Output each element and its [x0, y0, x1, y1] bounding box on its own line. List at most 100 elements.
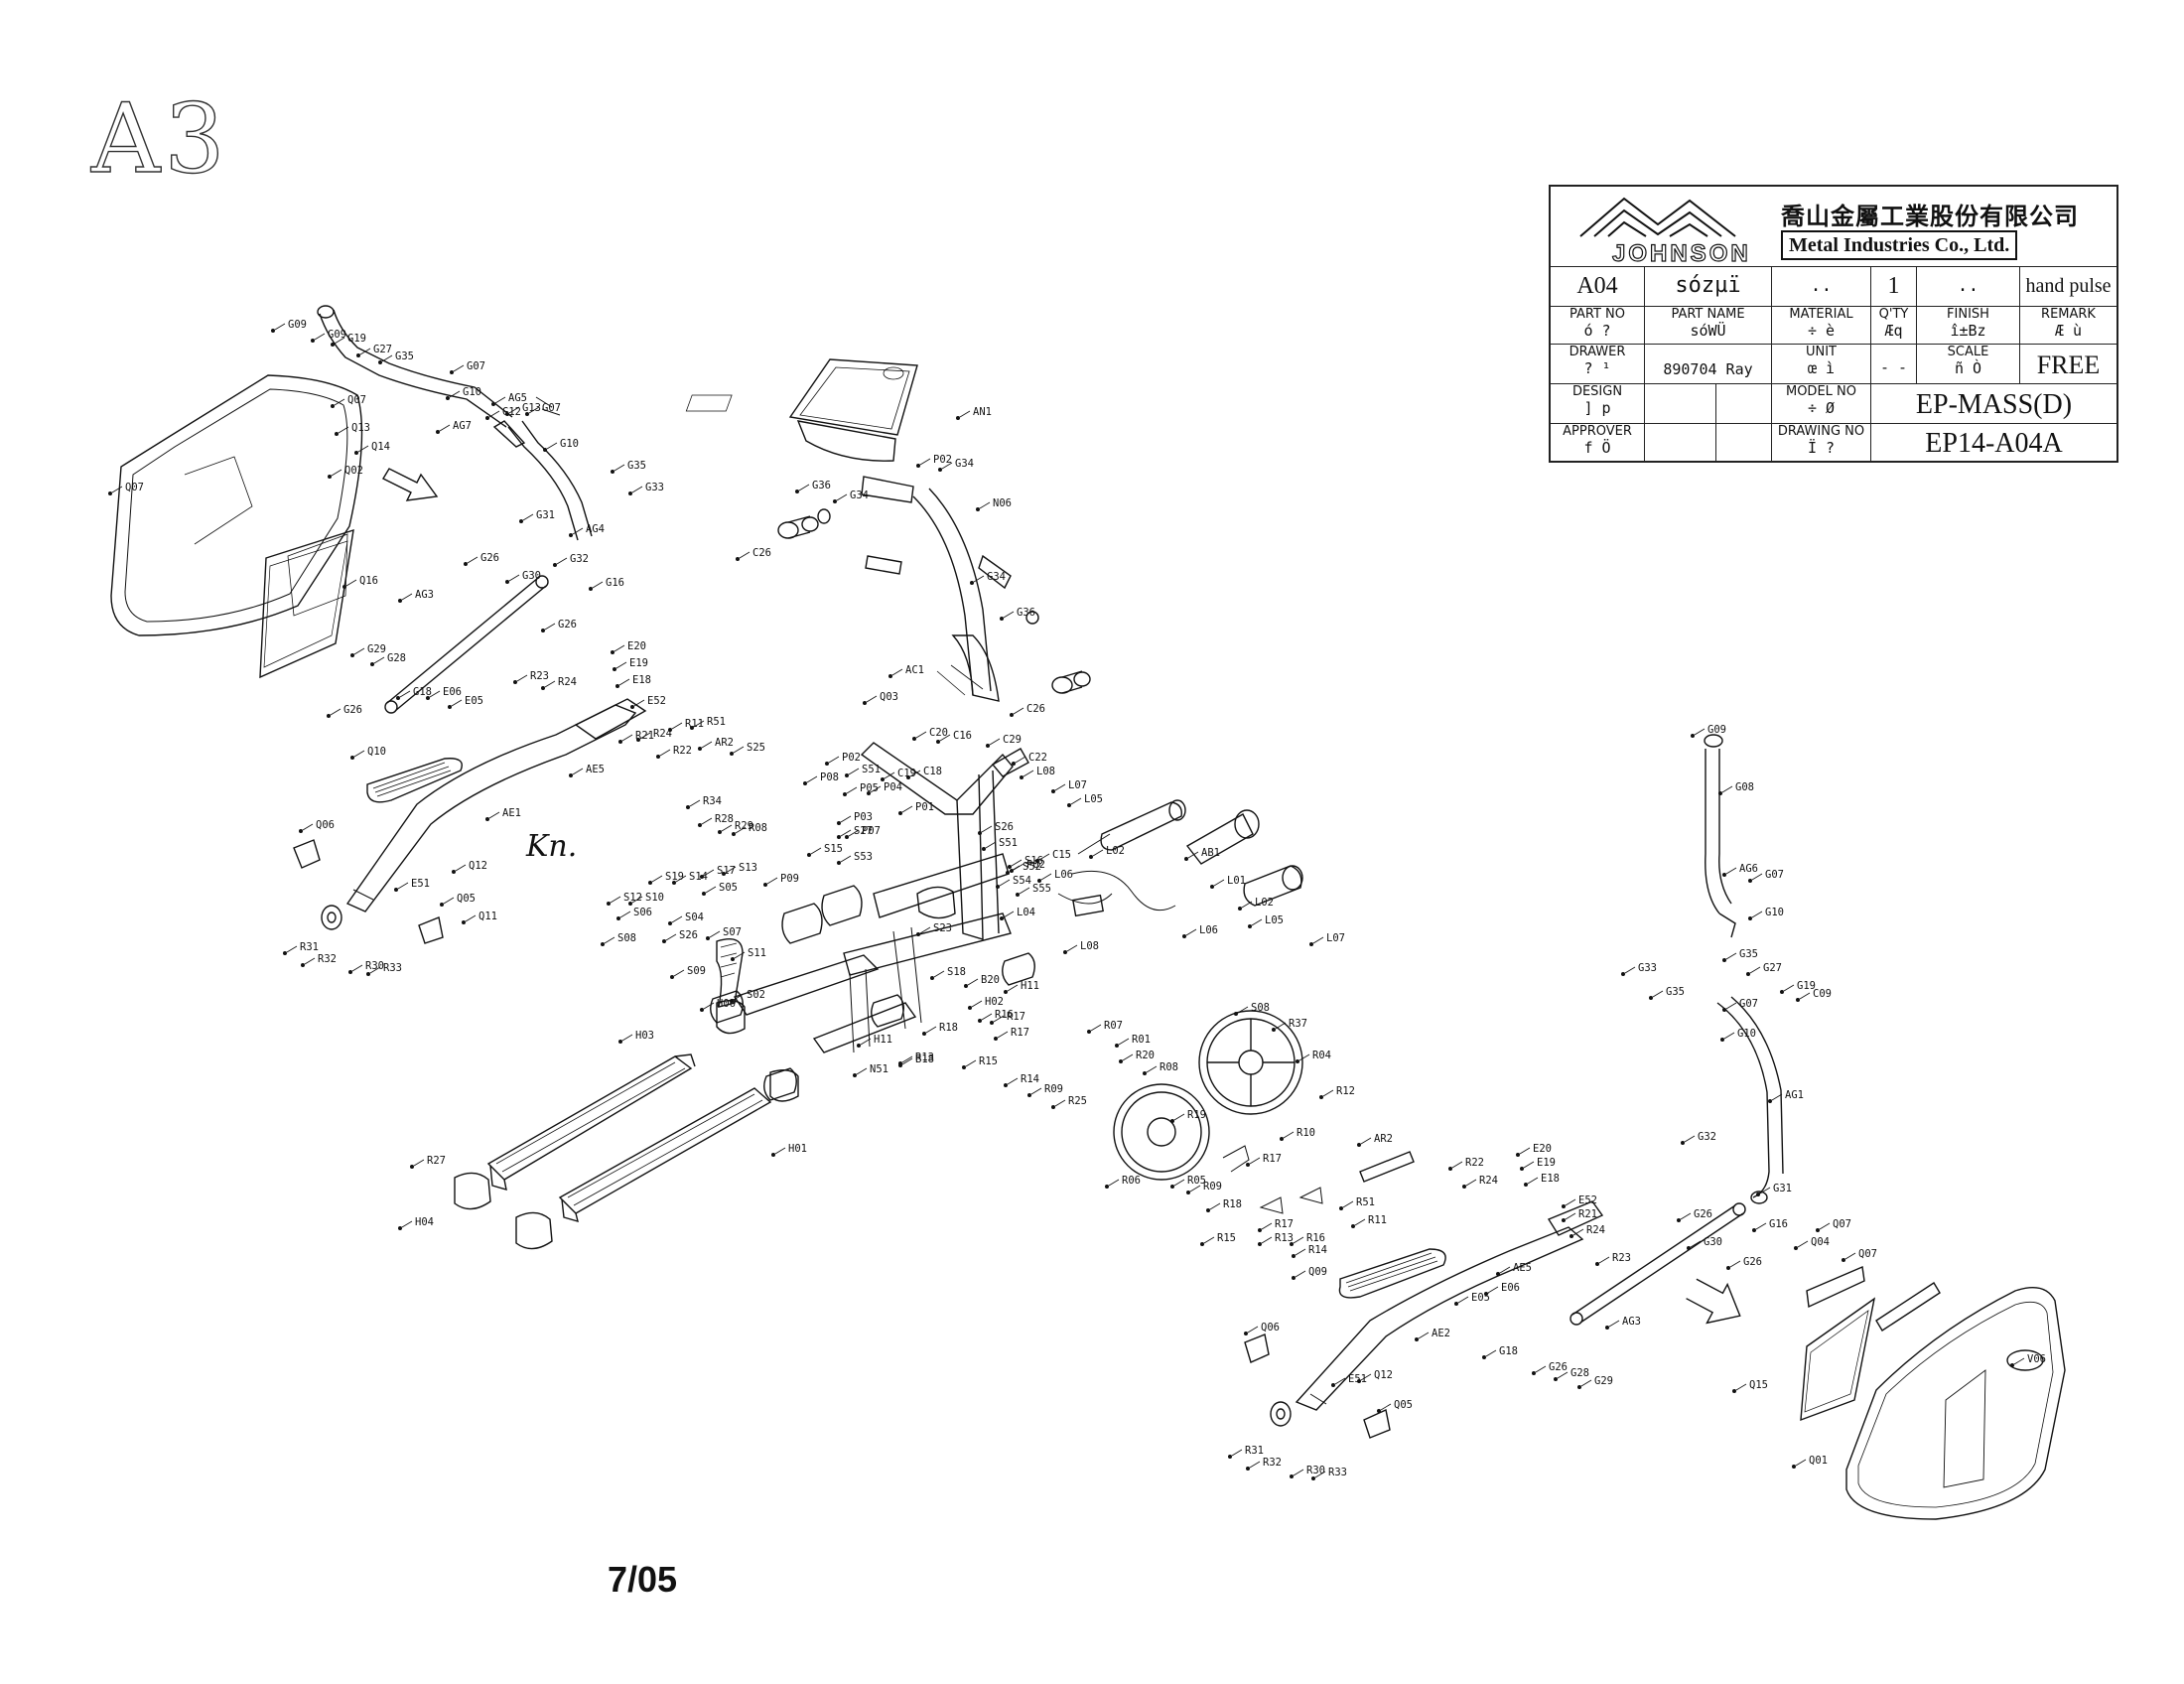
callout-leader	[891, 668, 903, 676]
part-callout-frame: S26	[995, 821, 1014, 833]
part-callout-left-pedal: R29	[735, 820, 753, 832]
callout-leader	[1295, 1270, 1306, 1278]
callout-dot	[628, 902, 632, 906]
callout-dot	[607, 902, 611, 906]
callout-leader	[357, 445, 369, 453]
callout-dot	[1248, 924, 1252, 928]
callout-dot	[938, 468, 942, 472]
callout-leader	[1066, 944, 1078, 952]
part-callout-left-pedal: R11	[685, 718, 704, 730]
company-name-cn: 喬山金屬工業股份有限公司	[1781, 203, 2079, 230]
part-callout-right-side: G07	[1739, 998, 1758, 1010]
callout-leader	[1535, 1365, 1547, 1373]
part-callout-left-arm: E18	[632, 674, 651, 686]
callout-dot	[996, 885, 1000, 889]
callout-dot	[601, 942, 605, 946]
part-callout-right-side: E20	[1533, 1143, 1552, 1155]
callout-dot	[394, 888, 398, 892]
part-callout-left-arm: G10	[463, 386, 481, 398]
callout-leader	[1122, 1053, 1134, 1061]
callout-dot	[968, 1006, 972, 1010]
part-callout-frame: H03	[635, 1030, 654, 1042]
callout-leader	[572, 527, 584, 535]
part-callout-frame: P07	[862, 825, 881, 837]
callout-leader	[675, 875, 687, 883]
callout-leader	[1118, 1038, 1130, 1046]
cable-p09	[1057, 870, 1176, 917]
part-callout-right-side: G10	[1737, 1028, 1756, 1040]
callout-leader	[286, 945, 298, 953]
callout-leader	[1608, 1320, 1620, 1328]
part-callout-left-pedal: AR2	[715, 737, 734, 749]
callout-dot	[1012, 762, 1016, 766]
callout-dot	[348, 970, 352, 974]
callout-dot	[698, 823, 702, 827]
callout-leader	[725, 866, 737, 874]
callout-leader	[919, 926, 931, 934]
callout-leader	[614, 644, 625, 652]
callout-dot	[1454, 1302, 1458, 1306]
part-callout-right-side: G10	[1765, 907, 1784, 918]
part-callout-left-arm: Q13	[351, 422, 370, 434]
right-wheel-parts	[1244, 1333, 1391, 1439]
callout-leader	[840, 815, 852, 823]
left-pedal-arm	[345, 698, 647, 912]
callout-dot	[1718, 791, 1722, 795]
callout-leader	[1040, 873, 1052, 881]
callout-leader	[1465, 1179, 1477, 1187]
callout-dot	[686, 805, 690, 809]
part-callout-flywheel: R12	[1336, 1085, 1355, 1097]
callout-dot	[1752, 1228, 1756, 1232]
drawer-value: 890704 Ray	[1663, 360, 1753, 378]
callout-leader	[1249, 1157, 1261, 1165]
part-callout-right-side: Q07	[1858, 1248, 1877, 1260]
callout-leader	[693, 720, 705, 728]
callout-dot	[843, 792, 847, 796]
callout-dot	[930, 976, 934, 980]
part-callout-left-arm: AG4	[586, 523, 605, 535]
part-callout-frame: C29	[1003, 734, 1022, 746]
callout-leader	[369, 966, 381, 974]
callout-leader	[1189, 1185, 1201, 1193]
model-no-value: EP-MASS(D)	[1915, 389, 2073, 420]
callout-dot	[906, 775, 910, 779]
callout-leader	[909, 770, 921, 777]
callout-dot	[978, 831, 982, 835]
callout-leader	[455, 864, 467, 872]
part-callout-left-arm: G16	[606, 577, 624, 589]
callout-leader	[334, 337, 345, 345]
part-callout-frame: S17	[717, 865, 736, 877]
part-callout-right-side: G26	[1549, 1361, 1568, 1373]
part-callout-left-pedal: Q10	[367, 746, 386, 758]
callout-dot	[1037, 879, 1041, 883]
part-callout-frame: R09	[1044, 1083, 1063, 1095]
callout-dot	[1816, 1228, 1820, 1232]
callout-leader	[848, 768, 860, 775]
part-callout-right-side: AE5	[1513, 1262, 1532, 1274]
part-callout-left-pedal: Q12	[469, 860, 487, 872]
part-callout-frame: S27	[854, 825, 873, 837]
callout-dot	[1292, 1254, 1296, 1258]
part-callout-left-arm: G19	[347, 333, 366, 345]
callout-leader	[1354, 1218, 1366, 1226]
callout-leader	[345, 579, 357, 587]
part-callout-frame: C19	[897, 768, 916, 779]
callout-leader	[1565, 1212, 1576, 1220]
callout-dot	[464, 562, 468, 566]
callout-leader	[1334, 1377, 1346, 1385]
part-callout-left-arm: E52	[647, 695, 666, 707]
callout-leader	[673, 969, 685, 977]
callout-dot	[863, 701, 867, 705]
callout-leader	[111, 486, 123, 493]
callout-leader	[1146, 1065, 1158, 1073]
left-upper-arm	[317, 305, 593, 541]
part-callout-left-arm: E19	[629, 657, 648, 669]
part-callout-frame: S08	[617, 932, 636, 944]
part-callout-frame: S16	[1024, 855, 1043, 867]
part-callout-left-arm: G26	[480, 552, 499, 564]
callout-dot	[845, 773, 849, 777]
callout-leader	[615, 661, 627, 669]
callout-leader	[544, 623, 556, 631]
right-pedal	[1338, 1248, 1446, 1299]
